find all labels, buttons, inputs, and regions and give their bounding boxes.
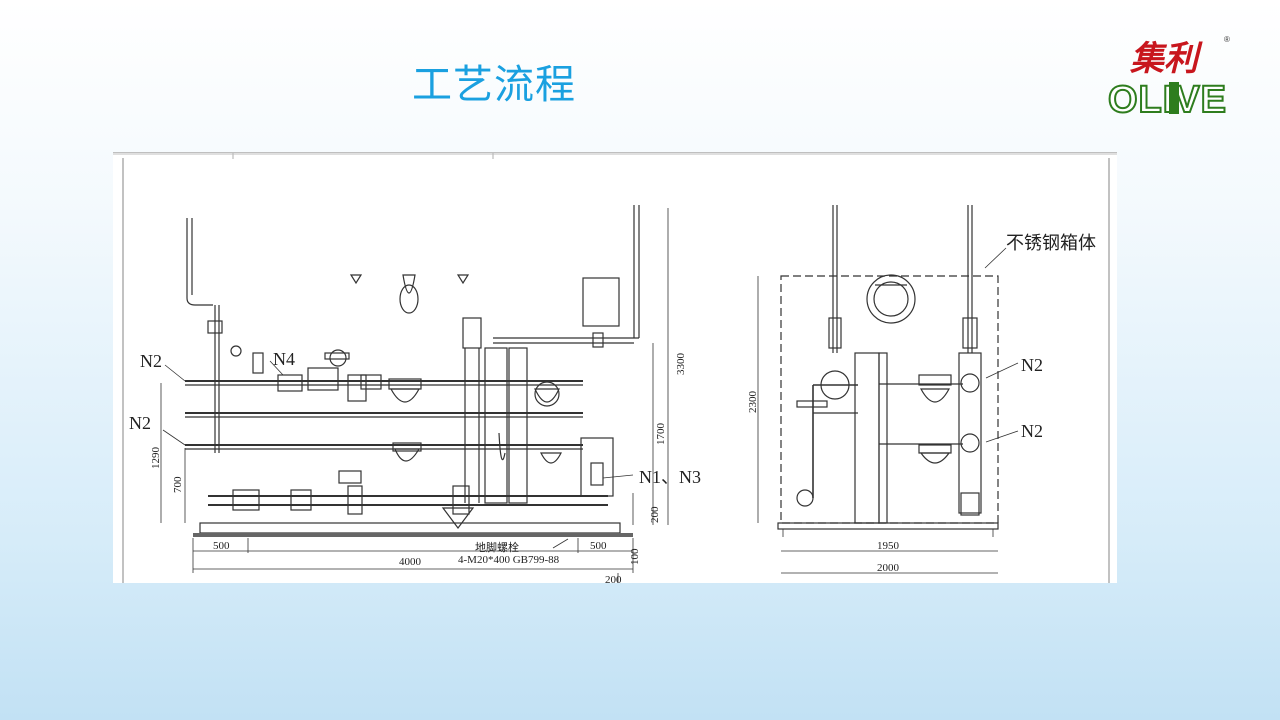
side-label-n2-upper: N2 <box>1021 355 1043 375</box>
dim-2300: 2300 <box>747 391 759 414</box>
slide-title: 工艺流程 <box>412 62 576 108</box>
dim-500-right: 500 <box>590 540 607 552</box>
dim-500-left: 500 <box>213 540 230 552</box>
dim-2000: 2000 <box>877 562 900 574</box>
bolt-note-line1: 地脚螺栓 <box>475 540 519 554</box>
dim-1950: 1950 <box>877 540 900 552</box>
dim-100: 100 <box>629 548 641 565</box>
logo-en-text: OLIVE <box>1108 79 1227 121</box>
dim-200-side: 200 <box>649 506 661 523</box>
side-label-n2-lower: N2 <box>1021 421 1043 441</box>
label-n2-upper: N2 <box>140 351 162 371</box>
label-n2-lower: N2 <box>129 413 151 433</box>
dim-4000: 4000 <box>399 556 422 568</box>
logo-mark: ® <box>1224 35 1230 44</box>
dim-1290: 1290 <box>150 447 162 470</box>
dim-1700: 1700 <box>655 423 667 446</box>
olive-logo: 集利 ® OLIVE <box>1100 30 1260 125</box>
process-flow-drawing: N2 N2 N4 N1、N3 500 4000 500 200 地脚螺栓 4-M… <box>113 152 1117 583</box>
bolt-note-line2: 4-M20*400 GB799-88 <box>458 554 560 566</box>
dim-200-bottom: 200 <box>605 574 622 583</box>
dim-700: 700 <box>172 476 184 493</box>
label-stainless-cabinet: 不锈钢箱体 <box>1006 233 1096 254</box>
label-n4: N4 <box>273 349 295 369</box>
label-n1-n3: N1、N3 <box>639 467 701 487</box>
logo-cn-text: 集利 <box>1129 39 1203 79</box>
dim-3300: 3300 <box>675 353 687 376</box>
